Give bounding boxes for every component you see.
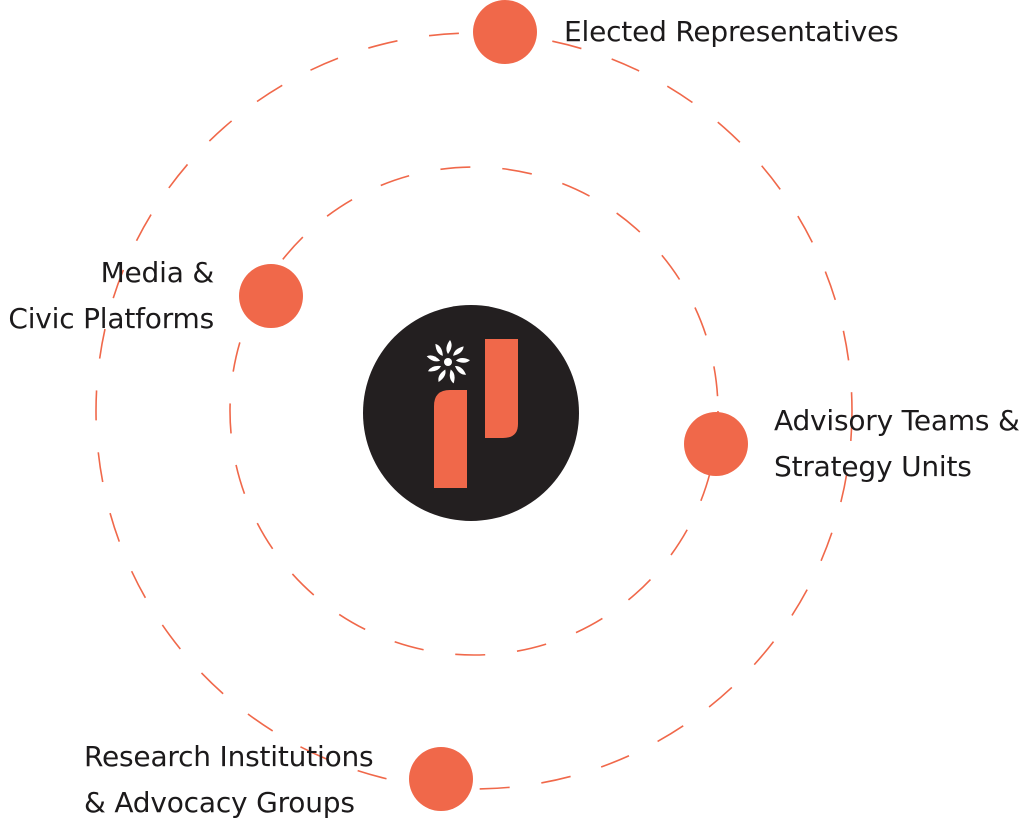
node-label-line: Civic Platforms — [8, 302, 214, 335]
central-hub — [363, 305, 579, 521]
node-label-line: Media & — [100, 256, 215, 289]
node-label-line: & Advocacy Groups — [84, 786, 355, 819]
node-label-media: Media & Civic Platforms — [0, 250, 214, 342]
node-dot-research — [409, 747, 473, 811]
hub-circle — [363, 305, 579, 521]
node-dot-advisory — [684, 412, 748, 476]
node-label-line: Advisory Teams & — [774, 404, 1020, 437]
node-label-line: Research Institutions — [84, 740, 374, 773]
inner-orbit-ring — [229, 166, 719, 656]
node-dot-elected — [473, 0, 537, 64]
node-dot-media — [239, 264, 303, 328]
node-label-line: Elected Representatives — [564, 15, 899, 48]
node-label-elected: Elected Representatives — [564, 9, 899, 55]
outer-orbit-ring — [95, 32, 853, 790]
node-label-research: Research Institutions & Advocacy Groups — [84, 734, 374, 826]
node-label-advisory: Advisory Teams & Strategy Units — [774, 398, 1020, 490]
ip-logo-icon — [426, 339, 518, 488]
node-label-line: Strategy Units — [774, 450, 972, 483]
